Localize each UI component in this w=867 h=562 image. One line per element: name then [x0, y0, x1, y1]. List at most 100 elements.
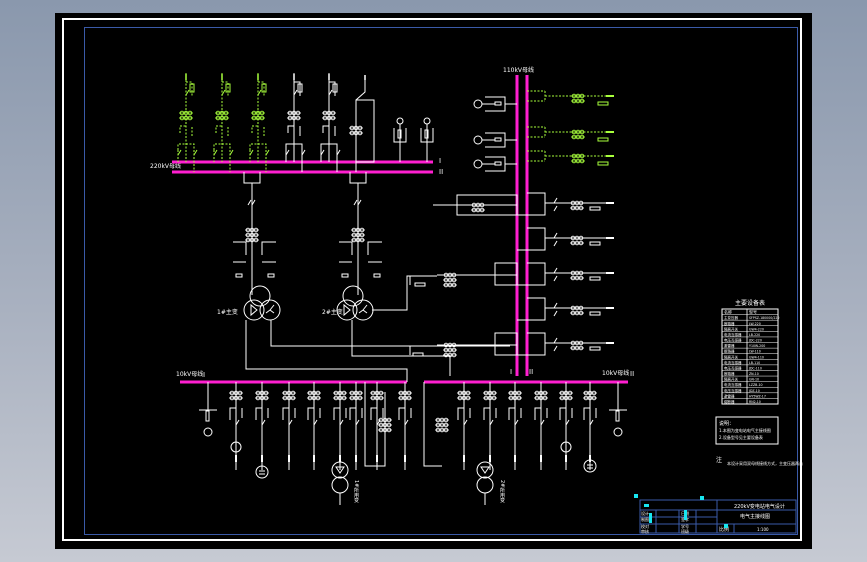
branch — [179, 125, 186, 133]
disconnector-icon — [229, 149, 234, 156]
current-transformer-icon — [571, 129, 585, 140]
disconnector-icon — [293, 89, 298, 96]
current-transformer-icon — [229, 390, 243, 401]
bus-tie-branch — [249, 143, 267, 172]
mv-bay-frame — [456, 194, 518, 216]
branch — [457, 407, 464, 420]
delta-symbol — [335, 466, 345, 474]
pt-icon — [613, 427, 623, 437]
branch — [508, 407, 515, 420]
table-cell-model: LZZB-10 — [749, 383, 763, 387]
table-cell-model: JDC-220 — [748, 339, 762, 343]
table-cell-name: 断路器 — [724, 371, 735, 376]
current-transformer-icon — [570, 305, 584, 316]
mv-bay-frame — [517, 262, 546, 286]
delta-symbol — [343, 303, 351, 317]
disconnector-icon — [261, 419, 266, 426]
bus-tie-branch — [320, 143, 338, 172]
pt-icon — [423, 117, 431, 125]
disconnector-icon — [257, 89, 262, 96]
footnote-text: 本设计采用双母线接线方式，主变压器两台 — [727, 460, 803, 466]
capacitor-icon — [230, 441, 242, 453]
current-transformer-icon — [483, 390, 497, 401]
disconnector-icon — [514, 419, 519, 426]
disconnector-icon — [357, 199, 362, 206]
current-transformer-icon — [571, 93, 585, 104]
resistor-icon — [589, 346, 601, 351]
outer-frame — [62, 18, 802, 541]
reactor-icon — [583, 459, 597, 473]
arrester-icon — [424, 129, 429, 139]
current-transformer-icon — [307, 390, 321, 401]
resistor-icon — [412, 352, 424, 357]
current-transformer-icon — [333, 390, 347, 401]
station-transformer-hv — [331, 461, 349, 479]
resistor-icon — [494, 161, 502, 166]
station-transformer-1-label: 1#所用变 — [353, 480, 359, 504]
role-right-4: 班级 — [681, 528, 689, 534]
disconnector-icon — [565, 419, 570, 426]
transformer-winding-3 — [259, 299, 281, 321]
disconnector-icon — [235, 419, 240, 426]
arrester-icon — [397, 129, 402, 139]
transformer-winding-2 — [336, 299, 358, 321]
table-cell-name: 隔离开关 — [724, 326, 738, 331]
hv-bus-section-1: I — [439, 157, 441, 165]
hv-drop — [243, 172, 261, 184]
notes-line-3: 2.设备型号见主要设备表 — [719, 434, 763, 440]
table-cell-model: Y10W-200 — [749, 344, 765, 348]
transformer-winding-1 — [342, 285, 364, 307]
bus-labels: 220kV母线 I II 110kV母线 I II 10kV母线 I 10kV母… — [150, 66, 634, 504]
earth-switch-icon — [186, 81, 193, 96]
capacitor-icon — [560, 441, 572, 453]
resistor-icon — [597, 161, 609, 166]
table-cell-name: 电流互感器 — [724, 382, 742, 387]
disconnector-icon — [404, 419, 409, 426]
hv-drop — [349, 172, 367, 184]
table-cell-name: 主变压器 — [724, 315, 738, 320]
table-cell-name: 电流互感器 — [724, 332, 742, 337]
role-4: 审核 — [641, 528, 649, 534]
table-cell-model: SFPSZ-180000/220 — [749, 316, 779, 320]
cyan-marker — [649, 513, 652, 523]
current-transformer-icon — [287, 110, 301, 121]
disconnector-icon — [553, 337, 558, 344]
delta-symbol — [480, 466, 490, 474]
fuse-icon — [205, 410, 210, 422]
disconnector-icon — [313, 419, 318, 426]
schematic-geometry — [172, 73, 628, 505]
resistor-icon — [414, 282, 426, 287]
footnote-prefix: 注 — [716, 456, 722, 464]
disconnector-icon — [353, 199, 358, 206]
transformer-winding-2 — [243, 299, 265, 321]
bus-tie-branch — [213, 143, 231, 172]
disconnector-icon — [221, 89, 226, 96]
role-3: 校对 — [641, 523, 649, 529]
lv-right-bus-label: 10kV母线 — [602, 369, 629, 377]
branch — [370, 407, 377, 420]
branch — [255, 407, 262, 420]
bus-coupler-frame — [355, 99, 375, 163]
cyan-marker — [644, 504, 649, 507]
disconnector-icon — [553, 345, 558, 352]
disconnector-icon — [553, 232, 558, 239]
delta-symbol — [250, 303, 258, 317]
resistor-icon — [589, 241, 601, 246]
resistor-icon — [597, 137, 609, 142]
table-cell-model: LB-220 — [749, 333, 760, 337]
resistor-icon — [494, 101, 502, 106]
current-transformer-icon — [559, 390, 573, 401]
mv-bay-frame — [517, 332, 546, 356]
current-transformer-icon — [583, 390, 597, 401]
scale-label: 比例 — [719, 526, 729, 533]
mv-bay-frame — [494, 332, 518, 356]
earth-switch-icon — [294, 81, 301, 96]
resistor-icon — [267, 273, 275, 278]
breaker-icon — [297, 83, 303, 93]
branch — [559, 407, 566, 420]
reactor-icon — [255, 465, 269, 479]
current-transformer-icon — [508, 390, 522, 401]
transformer-2-label: 2#主变 — [322, 308, 343, 316]
cyan-marker — [684, 510, 687, 520]
notes-box: 说明： 1.本图为变电站电气主接线图 2.设备型号见主要设备表 注 本设计采用双… — [715, 416, 803, 466]
